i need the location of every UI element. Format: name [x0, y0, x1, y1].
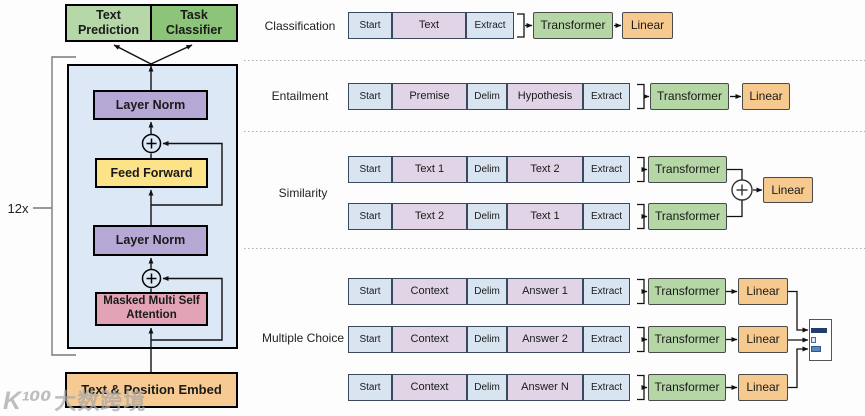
section-label-multiple-choice: Multiple Choice [261, 331, 345, 345]
token-cell-extract: Extract [583, 83, 630, 110]
probability-bar-icon [811, 328, 827, 333]
linear-box: Linear [738, 374, 788, 401]
transformer-box: Transformer [648, 278, 726, 305]
transformer-box: Transformer [533, 12, 613, 39]
transformer-box: Transformer [648, 326, 726, 353]
sum-add-icon [731, 179, 753, 201]
transformer-box: Transformer [648, 374, 726, 401]
watermark-brand-text: 大数跨境 [54, 389, 147, 414]
linear-box: Linear [763, 177, 813, 203]
watermark-logo-icon: K¹⁰⁰ [3, 387, 52, 415]
linear-box: Linear [738, 326, 788, 353]
content-cell-text: Text [392, 12, 466, 39]
linear-box: Linear [622, 12, 673, 39]
transformer-box: Transformer [650, 83, 729, 110]
probability-bar-icon [811, 346, 821, 352]
content-cell-context: Context [392, 374, 467, 401]
token-cell-start: Start [348, 203, 392, 230]
token-cell-extract: Extract [583, 326, 630, 353]
layer-norm-mid-box: Layer Norm [93, 225, 208, 256]
token-cell-delim: Delim [467, 156, 507, 183]
token-cell-start: Start [348, 278, 392, 305]
content-cell-context: Context [392, 326, 467, 353]
repeat-12x-label: 12x [7, 201, 29, 216]
token-cell-delim: Delim [467, 326, 507, 353]
content-cell-premise: Premise [392, 83, 467, 110]
content-cell-answerN: Answer N [507, 374, 583, 401]
text-position-embed-box: Text & Position Embed [65, 372, 238, 408]
transformer-box: Transformer [648, 203, 727, 230]
masked-multi-self-attention-box: Masked Multi Self Attention [95, 292, 208, 326]
section-label-classification: Classification [264, 19, 336, 33]
token-cell-start: Start [348, 374, 392, 401]
token-cell-extract: Extract [466, 12, 514, 39]
content-cell-context: Context [392, 278, 467, 305]
transformer-box: Transformer [648, 156, 727, 183]
watermark: K¹⁰⁰ 大数跨境 [3, 384, 146, 416]
token-cell-extract: Extract [583, 156, 630, 183]
content-cell-answer1: Answer 1 [507, 278, 583, 305]
token-cell-start: Start [348, 12, 392, 39]
token-cell-extract: Extract [583, 278, 630, 305]
content-cell-hypothesis: Hypothesis [507, 83, 583, 110]
section-label-entailment: Entailment [271, 89, 329, 103]
token-cell-delim: Delim [467, 374, 507, 401]
token-cell-start: Start [348, 156, 392, 183]
token-cell-delim: Delim [467, 278, 507, 305]
feed-forward-box: Feed Forward [95, 158, 208, 188]
token-cell-extract: Extract [583, 374, 630, 401]
token-cell-extract: Extract [583, 203, 630, 230]
linear-box: Linear [738, 278, 788, 305]
text-prediction-box: Text Prediction [65, 4, 152, 42]
token-cell-start: Start [348, 83, 392, 110]
task-classifier-box: Task Classifier [150, 4, 238, 42]
content-cell-text2: Text 2 [507, 156, 583, 183]
probability-bar-icon [811, 337, 816, 343]
token-cell-delim: Delim [467, 203, 507, 230]
token-cell-delim: Delim [467, 83, 507, 110]
content-cell-text1: Text 1 [507, 203, 583, 230]
content-cell-text2: Text 2 [392, 203, 467, 230]
content-cell-answer2: Answer 2 [507, 326, 583, 353]
linear-box: Linear [742, 83, 790, 110]
content-cell-text1: Text 1 [392, 156, 467, 183]
token-cell-start: Start [348, 326, 392, 353]
section-label-similarity: Similarity [278, 186, 328, 200]
layer-norm-top-box: Layer Norm [93, 90, 208, 120]
